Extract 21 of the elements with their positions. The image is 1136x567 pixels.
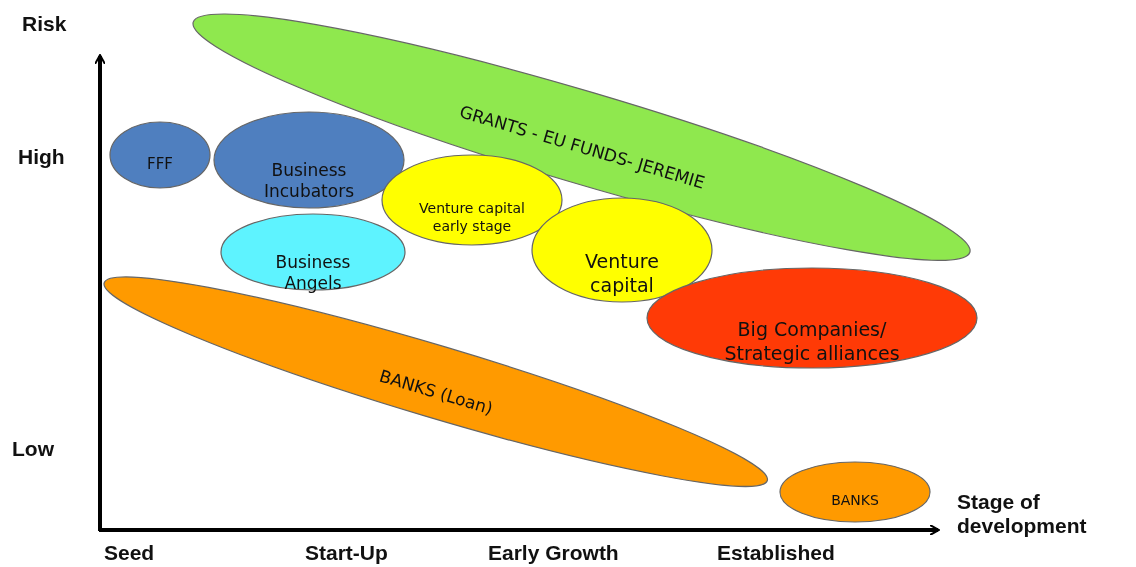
- axis-title: Risk: [22, 12, 67, 37]
- axis-tick-label: Established: [717, 541, 835, 566]
- axis-tick-label: Early Growth: [488, 541, 619, 566]
- category-ellipse: [382, 155, 562, 245]
- category-ellipse: [780, 462, 930, 522]
- ellipse-label: Venture capital: [584, 250, 660, 298]
- category-ellipse: [214, 112, 404, 208]
- ellipse-label: Big Companies/ Strategic alliances: [723, 318, 901, 366]
- axis-tick-label: Low: [12, 437, 54, 462]
- ellipse-label: BANKS (Loan): [376, 364, 497, 421]
- axis-tick-label: High: [18, 145, 65, 170]
- category-ellipse: [532, 198, 712, 302]
- ellipse-label: Business Incubators: [263, 160, 355, 203]
- ellipse-label: BANKS: [830, 492, 880, 510]
- ellipse-label: Business Angels: [274, 252, 352, 295]
- category-ellipse: [110, 122, 210, 188]
- axis-tick-label: Seed: [104, 541, 155, 566]
- axis-title: Stage of development: [957, 490, 1088, 539]
- ellipse-label: FFF: [146, 155, 174, 174]
- axis-tick-label: Start-Up: [305, 541, 388, 566]
- ellipse-label: Venture capital early stage: [418, 200, 526, 235]
